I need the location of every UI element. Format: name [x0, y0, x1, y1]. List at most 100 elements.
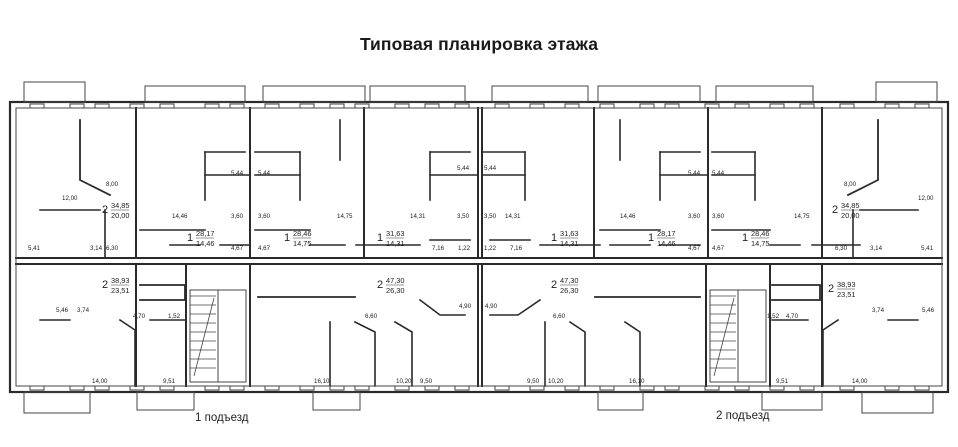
room-area-label: 4,67	[231, 245, 244, 252]
room-area-label: 7,16	[432, 245, 445, 252]
window-mark	[529, 103, 545, 109]
apartment-living-area: 14,31	[560, 239, 579, 248]
window-mark	[394, 385, 410, 391]
window-mark	[229, 385, 245, 391]
room-area-label: 3,74	[77, 307, 90, 314]
entrance-2-label: 2 подъезд	[716, 410, 770, 422]
apartment-total-area: 34,85	[841, 201, 860, 210]
apartment-total-area: 31,63	[386, 229, 405, 238]
window-mark	[494, 103, 510, 109]
window-mark	[664, 385, 680, 391]
page-title: Типовая планировка этажа	[359, 34, 599, 54]
wall-line	[418, 298, 466, 316]
window-mark	[799, 103, 815, 109]
balcony	[136, 391, 195, 411]
room-area-label: 3,60	[258, 213, 271, 220]
entrance-1-label: 1 подъезд	[195, 412, 249, 424]
wall-line	[393, 320, 413, 387]
room-area-label: 14,46	[620, 213, 636, 220]
apartment-room-count: 2	[551, 279, 557, 291]
balcony	[597, 85, 701, 103]
room-area-label: 4,70	[133, 313, 146, 320]
window-mark	[204, 385, 220, 391]
apartment-living-area: 23,51	[837, 290, 856, 299]
window-mark	[769, 385, 785, 391]
window-mark	[159, 385, 175, 391]
apartment-living-area: 26,30	[560, 286, 579, 295]
apartment-room-count: 2	[102, 204, 108, 216]
balcony	[144, 85, 246, 103]
room-area-label: 8,00	[844, 181, 857, 188]
room-area-label: 5,41	[28, 245, 41, 252]
window-mark	[839, 385, 855, 391]
room-area-label: 6,60	[365, 313, 378, 320]
window-mark	[564, 385, 580, 391]
apartment-living-area: 14,31	[386, 239, 405, 248]
apartment-room-count: 1	[742, 232, 748, 244]
room-area-label: 5,46	[922, 307, 935, 314]
window-mark	[264, 103, 280, 109]
apartment-total-area: 28,46	[293, 229, 312, 238]
room-area-label: 14,75	[337, 213, 353, 220]
room-area-label: 6,60	[553, 313, 566, 320]
room-area-label: 5,44	[688, 170, 701, 177]
apartment-living-area: 20,00	[111, 211, 130, 220]
window-mark	[529, 385, 545, 391]
window-mark	[394, 103, 410, 109]
room-area-label: 8,00	[106, 181, 119, 188]
room-area-label: 5,44	[457, 165, 470, 172]
wall-line	[822, 318, 840, 387]
room-area-label: 16,10	[314, 378, 330, 385]
window-mark	[424, 385, 440, 391]
window-mark	[914, 385, 930, 391]
room-area-label: 5,44	[258, 170, 271, 177]
window-mark	[454, 385, 470, 391]
window-mark	[354, 103, 370, 109]
room-area-label: 12,00	[62, 195, 78, 202]
window-mark	[159, 103, 175, 109]
room-area-label: 14,31	[505, 213, 521, 220]
balcony	[875, 81, 938, 103]
room-area-label: 14,31	[410, 213, 426, 220]
room-area-label: 4,67	[712, 245, 725, 252]
apartment-room-count: 1	[551, 232, 557, 244]
wall-line	[771, 284, 821, 301]
apartment-room-count: 1	[648, 232, 654, 244]
apartment-room-count: 2	[828, 283, 834, 295]
apartment-living-area: 14,46	[196, 239, 215, 248]
apartment-total-area: 38,93	[111, 276, 130, 285]
window-mark	[29, 385, 45, 391]
room-area-label: 1,52	[168, 313, 181, 320]
window-mark	[329, 385, 345, 391]
apartment-total-area: 28,17	[196, 229, 215, 238]
room-area-label: 16,10	[629, 378, 645, 385]
room-area-label: 14,46	[172, 213, 188, 220]
apartment-room-count: 1	[377, 232, 383, 244]
room-area-label: 5,44	[712, 170, 725, 177]
window-mark	[229, 103, 245, 109]
apartment-living-area: 14,75	[293, 239, 312, 248]
room-area-label: 3,60	[712, 213, 725, 220]
window-mark	[799, 385, 815, 391]
room-area-label: 14,75	[794, 213, 810, 220]
window-mark	[424, 103, 440, 109]
wall-line	[139, 284, 186, 301]
window-mark	[129, 103, 145, 109]
room-area-label: 14,00	[92, 378, 108, 385]
apartment-living-area: 23,51	[111, 286, 130, 295]
window-mark	[129, 385, 145, 391]
room-area-label: 6,30	[106, 245, 119, 252]
apartment-room-count: 1	[187, 232, 193, 244]
window-mark	[639, 103, 655, 109]
apartment-total-area: 47,30	[386, 276, 405, 285]
apartment-room-count: 1	[284, 232, 290, 244]
apartment-total-area: 28,46	[751, 229, 770, 238]
room-area-label: 3,60	[231, 213, 244, 220]
window-mark	[299, 103, 315, 109]
wall-line	[353, 320, 376, 387]
room-area-label: 5,41	[921, 245, 934, 252]
room-area-label: 9,50	[420, 378, 433, 385]
room-area-label: 4,67	[688, 245, 701, 252]
room-area-label: 3,14	[870, 245, 883, 252]
wall-line	[193, 297, 215, 377]
